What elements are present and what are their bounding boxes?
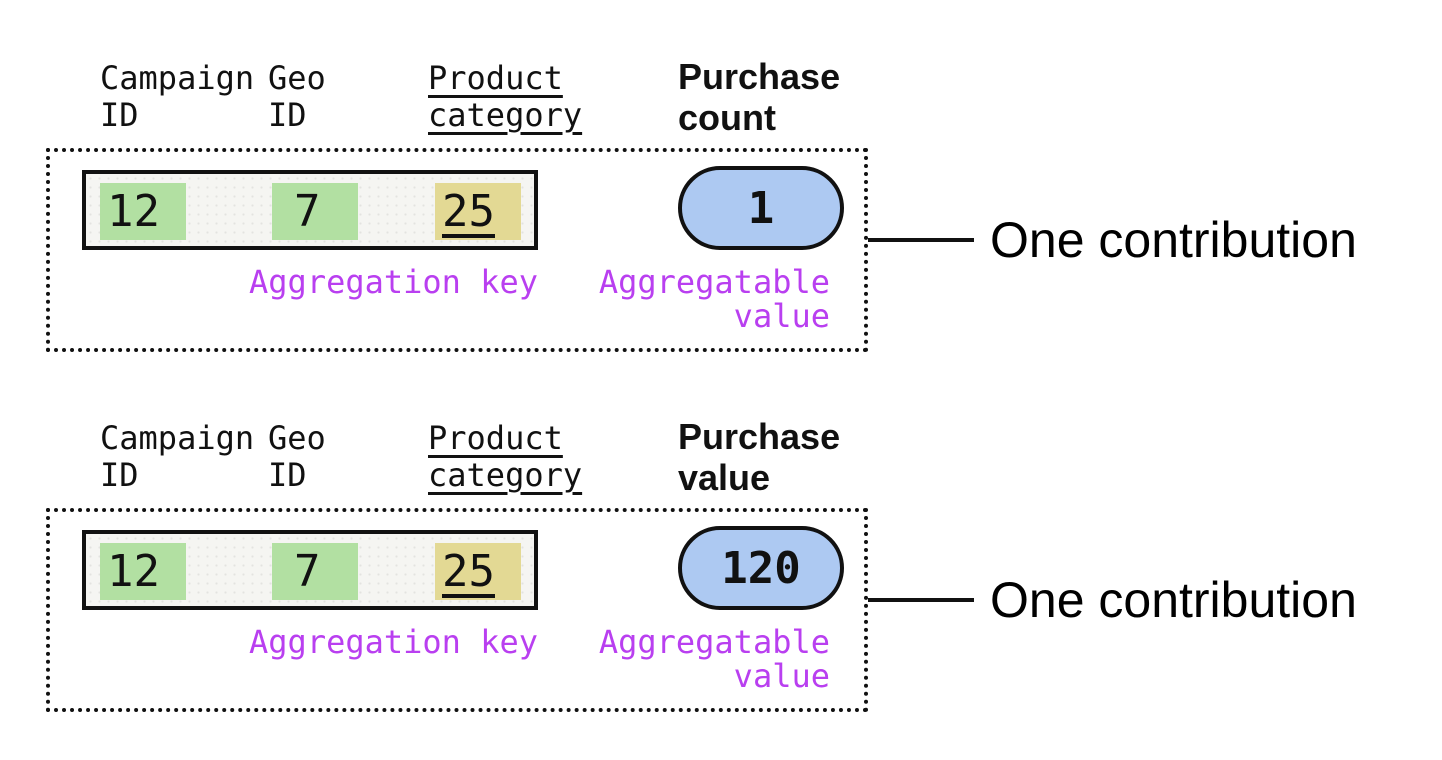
connector-line xyxy=(868,238,974,242)
aggregation-key-label: Aggregation key xyxy=(249,623,538,661)
key-cell-product-category: 25 xyxy=(435,543,521,600)
key-cell-value: 25 xyxy=(442,546,495,597)
key-cell-value: 7 xyxy=(294,186,321,237)
one-contribution-label: One contribution xyxy=(990,572,1357,628)
column-header-line: count xyxy=(678,97,776,138)
column-header-line: Product xyxy=(428,59,563,97)
key-cell-campaign-id: 12 xyxy=(100,543,186,600)
contribution-group-value: Campaign ID Geo ID Product category Purc… xyxy=(0,360,1442,760)
record-row: 12 7 25 xyxy=(82,170,538,250)
aggregation-key-label: Aggregation key xyxy=(249,263,538,301)
column-header-product-category: Product category xyxy=(428,60,582,134)
pill-value: 1 xyxy=(747,182,775,234)
column-header-line: category xyxy=(428,96,583,134)
column-header-line: ID xyxy=(100,96,139,134)
key-cell-value: 12 xyxy=(107,186,160,237)
connector-line xyxy=(868,598,974,602)
aggregatable-value-label-line: value xyxy=(733,297,830,335)
aggregatable-value-pill: 1 xyxy=(678,166,844,250)
column-header-line: Geo xyxy=(268,419,326,457)
pill-value: 120 xyxy=(721,542,801,594)
key-cell-campaign-id: 12 xyxy=(100,183,186,240)
aggregatable-value-label: Aggregatable value xyxy=(560,625,830,693)
column-header-line: category xyxy=(428,456,583,494)
column-header-line: value xyxy=(678,457,771,498)
aggregatable-value-label-line: Aggregatable xyxy=(598,623,830,661)
column-header-purchase-value: Purchase value xyxy=(678,416,840,498)
column-header-campaign-id: Campaign ID xyxy=(100,60,254,134)
column-header-purchase-count: Purchase count xyxy=(678,56,840,138)
key-cell-value: 7 xyxy=(294,546,321,597)
column-header-product-category: Product category xyxy=(428,420,582,494)
key-cell-geo-id: 7 xyxy=(272,543,358,600)
key-cell-product-category: 25 xyxy=(435,183,521,240)
column-header-campaign-id: Campaign ID xyxy=(100,420,254,494)
column-header-line: ID xyxy=(100,456,139,494)
contribution-group-count: Campaign ID Geo ID Product category Purc… xyxy=(46,56,1357,352)
aggregatable-value-label-line: value xyxy=(733,657,830,695)
aggregatable-value-label: Aggregatable value xyxy=(560,265,830,333)
key-cell-geo-id: 7 xyxy=(272,183,358,240)
contribution-boundary xyxy=(46,148,868,352)
column-header-geo-id: Geo ID xyxy=(268,60,326,134)
record-row: 12 7 25 xyxy=(82,530,538,610)
one-contribution-label: One contribution xyxy=(990,212,1357,268)
key-cell-value: 25 xyxy=(442,186,495,237)
column-header-line: ID xyxy=(268,456,307,494)
column-header-line: Product xyxy=(428,419,563,457)
contribution-boundary xyxy=(46,508,868,712)
column-header-line: ID xyxy=(268,96,307,134)
aggregatable-value-pill: 120 xyxy=(678,526,844,610)
column-header-line: Purchase xyxy=(678,56,841,97)
key-cell-value: 12 xyxy=(107,546,160,597)
column-header-line: Campaign xyxy=(100,419,255,457)
column-header-geo-id: Geo ID xyxy=(268,420,326,494)
column-header-line: Campaign xyxy=(100,59,255,97)
column-header-line: Purchase xyxy=(678,416,841,457)
column-header-line: Geo xyxy=(268,59,326,97)
aggregatable-value-label-line: Aggregatable xyxy=(598,263,830,301)
